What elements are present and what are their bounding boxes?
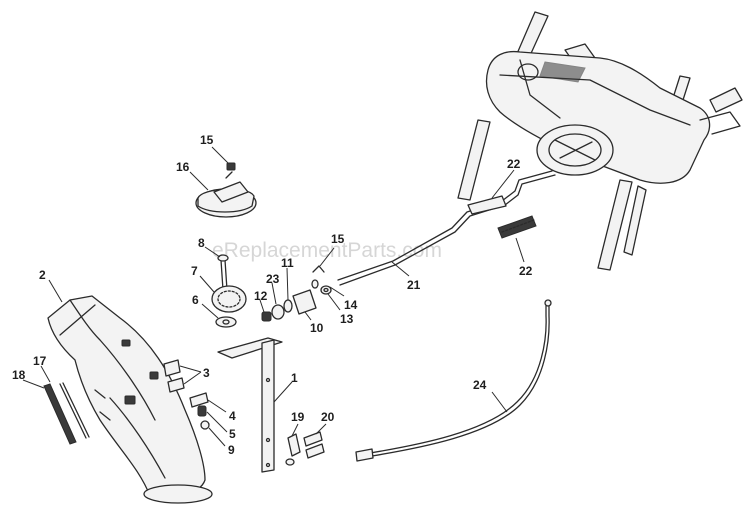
callout-22-upper: 22 [507, 157, 521, 171]
callout-5: 5 [229, 427, 236, 441]
shift-rod-drawing [337, 170, 556, 286]
callout-3: 3 [203, 366, 210, 380]
callout-22-lower: 22 [519, 264, 533, 278]
chute-small-parts-drawing [163, 359, 210, 430]
callout-1: 1 [291, 371, 298, 385]
watermark-text: eReplacementParts.com [212, 239, 442, 262]
callout-16: 16 [176, 160, 190, 174]
callout-2: 2 [39, 268, 46, 282]
callout-15-mid: 15 [331, 232, 345, 246]
callout-12: 12 [254, 289, 268, 303]
callout-9: 9 [228, 443, 235, 457]
leader-lines [22, 146, 525, 447]
snowblower-housing-drawing [457, 11, 743, 271]
callout-8: 8 [198, 236, 205, 250]
chute-cap-drawing [195, 162, 257, 218]
callout-17: 17 [33, 354, 47, 368]
callout-19: 19 [291, 410, 305, 424]
deflector-hardware-drawing [211, 254, 332, 328]
control-cable-drawing [355, 299, 552, 462]
callout-20: 20 [321, 410, 335, 424]
callout-6: 6 [192, 293, 199, 307]
callout-18: 18 [12, 368, 26, 382]
callout-23: 23 [266, 272, 280, 286]
callout-11: 11 [281, 256, 294, 270]
bolts-drawing [285, 431, 325, 466]
callout-numbers: 15 16 8 7 6 2 17 18 3 4 5 9 1 12 23 11 1… [12, 133, 533, 457]
callout-21: 21 [407, 278, 421, 292]
pins-drawing [43, 382, 90, 445]
callout-13: 13 [340, 312, 354, 326]
chute-support-drawing [217, 337, 283, 473]
callout-10: 10 [310, 321, 324, 335]
callout-24: 24 [473, 378, 487, 392]
callout-15-top: 15 [200, 133, 214, 147]
callout-14: 14 [344, 298, 358, 312]
callout-7: 7 [191, 264, 198, 278]
callout-4: 4 [229, 409, 236, 423]
discharge-chute-drawing [47, 295, 213, 504]
